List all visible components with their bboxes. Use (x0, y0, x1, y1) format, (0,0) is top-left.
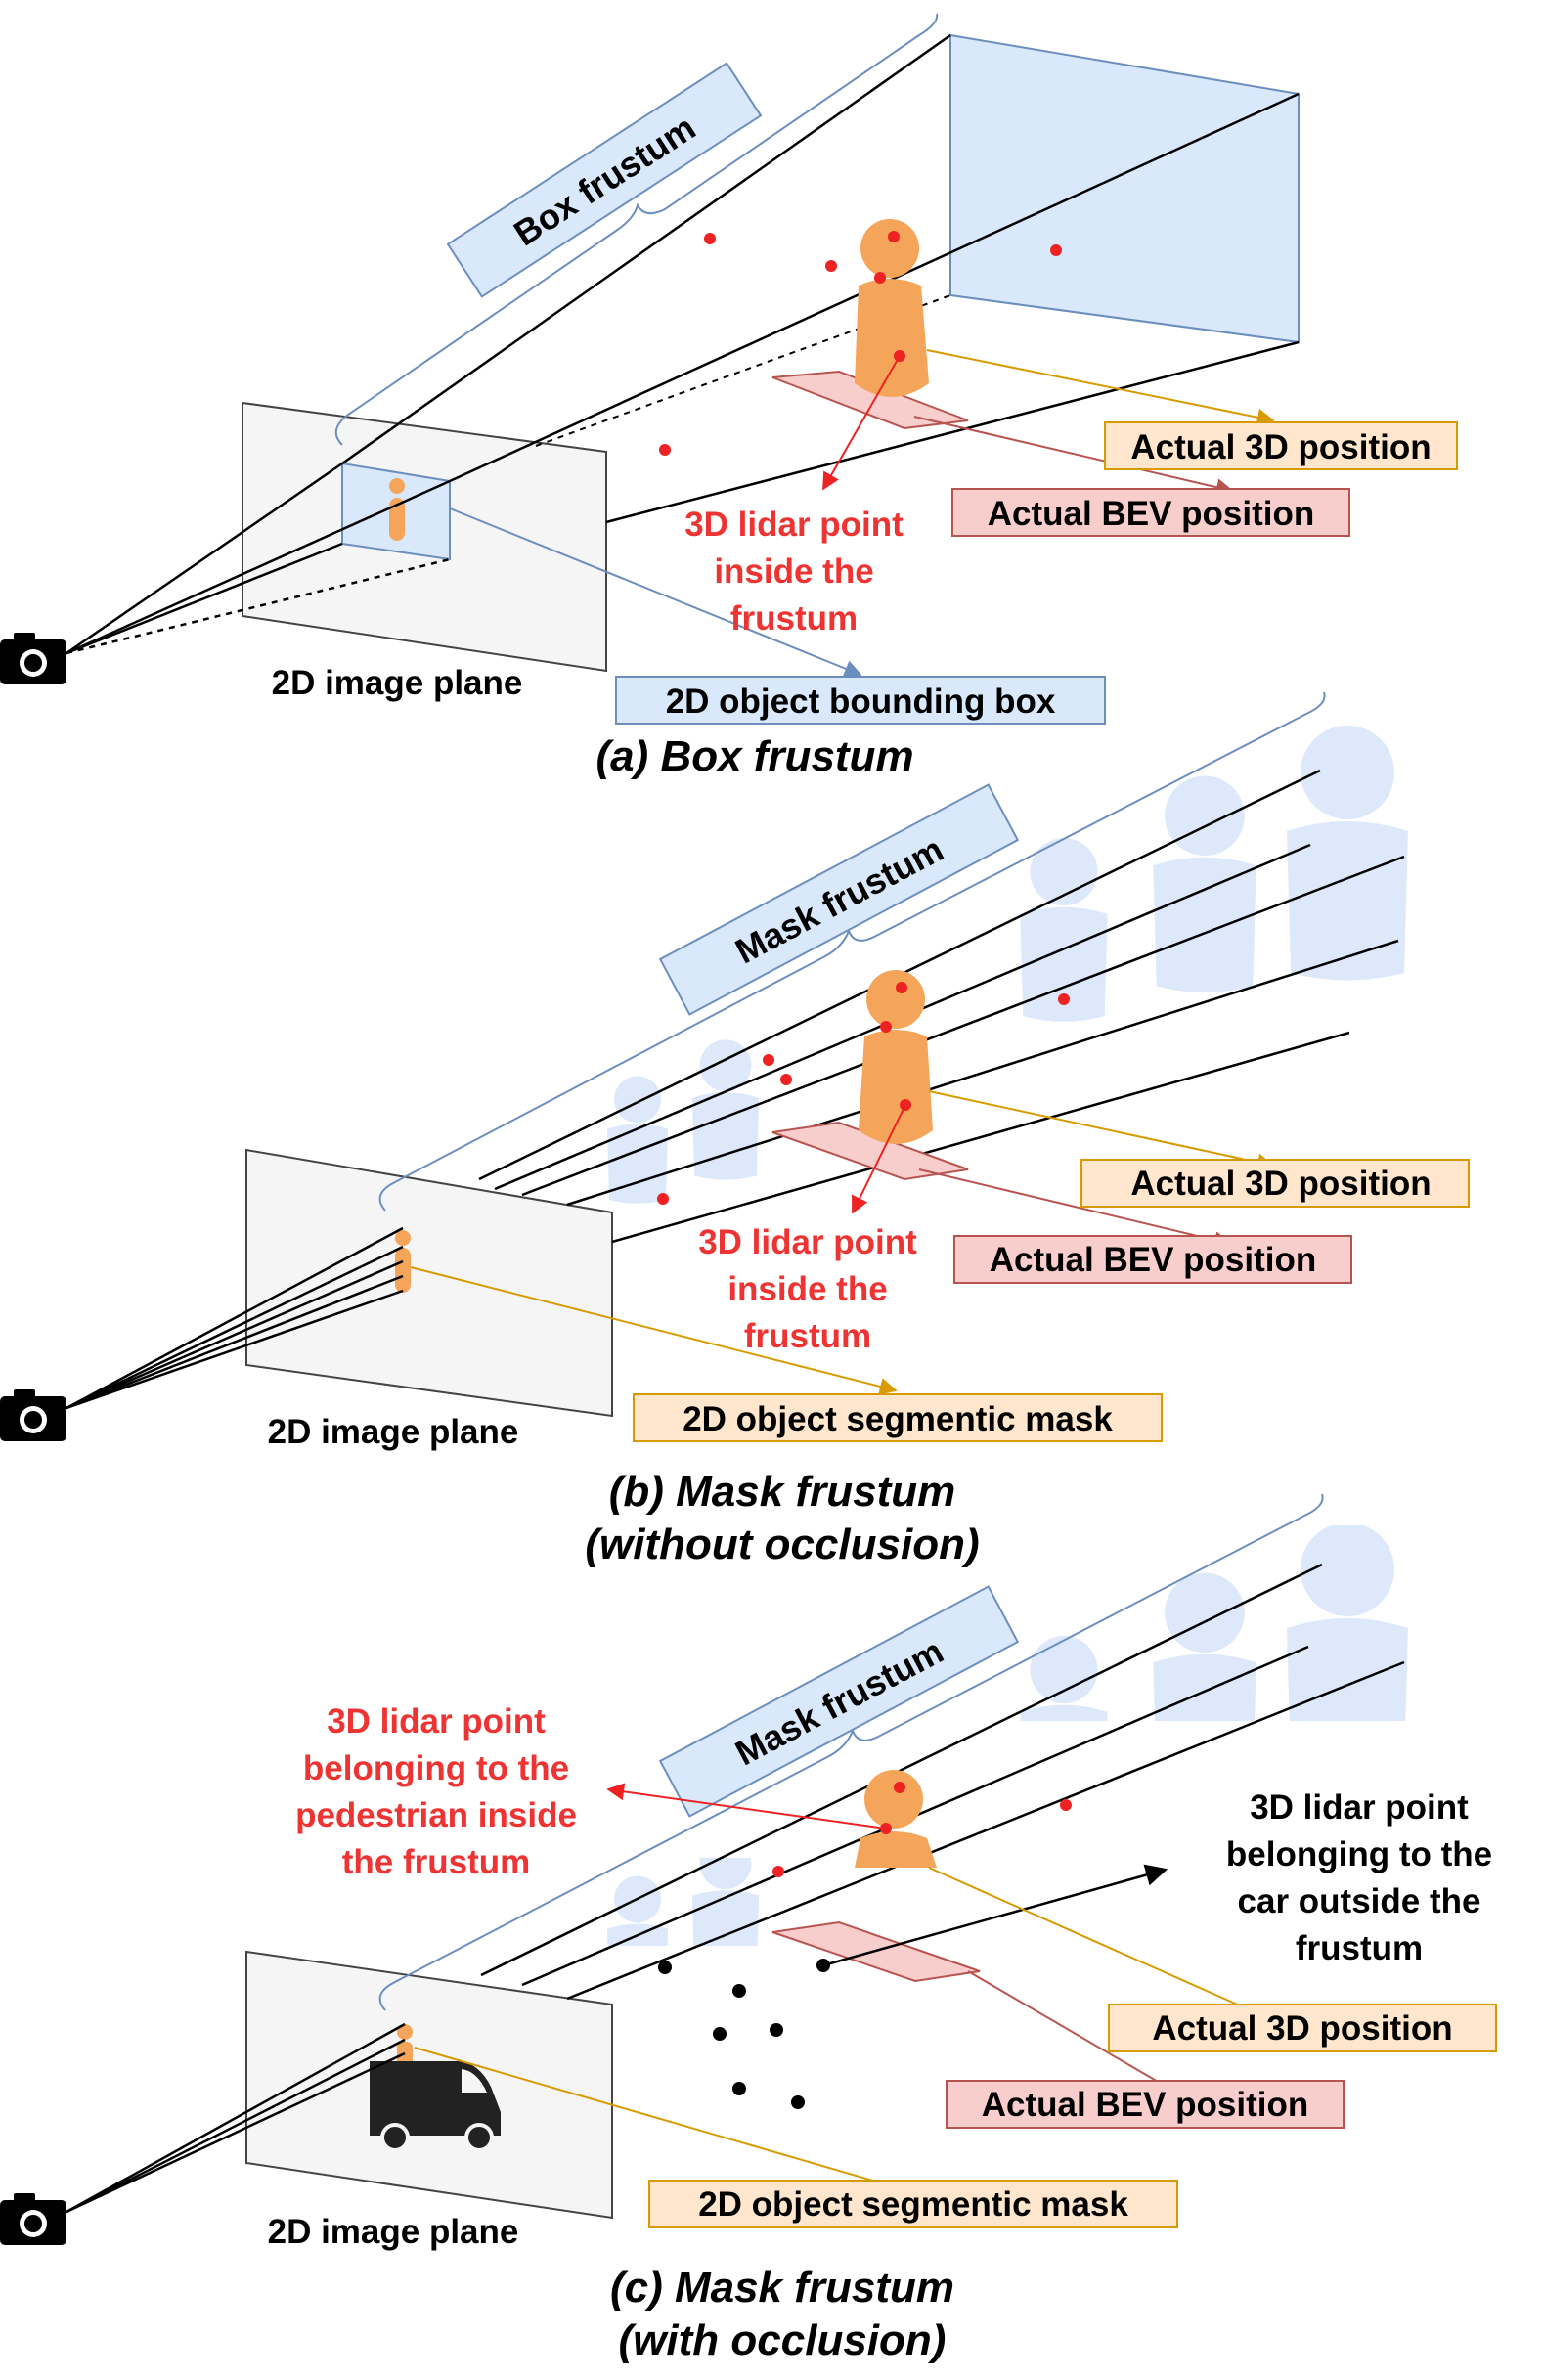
actual-3d-label: Actual 3D position (1130, 1165, 1431, 1203)
bev-box (772, 370, 969, 430)
camera-icon (0, 1389, 66, 1441)
svg-text:frustum: frustum (1296, 1929, 1423, 1967)
panel-a: Box frustum Actual 3D position Actual BE… (0, 13, 1458, 780)
camera-icon (0, 633, 66, 684)
arrow-mask (414, 2047, 915, 2197)
arrow-3d (928, 1090, 1275, 1171)
caption-a: (a) Box frustum (595, 732, 913, 780)
arrow-bbox (449, 507, 862, 678)
arrow-3d (926, 349, 1275, 426)
bbox-label-box (615, 676, 1106, 725)
image-plane-label: 2D image plane (272, 664, 523, 702)
frustum-brace (378, 1493, 1324, 2011)
arrow-3d (928, 1867, 1279, 2024)
arrow-bev (913, 416, 1234, 497)
frustum-brace (334, 13, 939, 446)
actual-bev-label: Actual BEV position (982, 2086, 1308, 2124)
ped-lidar-label: 3D lidar point belonging to the pedestri… (295, 1702, 577, 1881)
camera-rays (66, 2022, 406, 2214)
arrow-lidar (852, 1104, 906, 1214)
arrow-car-lidar (822, 1864, 1168, 1967)
svg-text:pedestrian inside: pedestrian inside (295, 1796, 577, 1834)
svg-text:3D lidar point: 3D lidar point (684, 506, 904, 544)
svg-text:belonging to the: belonging to the (1226, 1835, 1492, 1873)
svg-text:inside the: inside the (727, 1270, 887, 1308)
camera-rays (66, 462, 451, 655)
mask-on-plane (397, 2024, 413, 2067)
svg-text:frustum: frustum (730, 599, 858, 638)
mask-on-plane (395, 1230, 411, 1293)
lidar-label: 3D lidar point inside the frustum (684, 506, 904, 638)
svg-text:belonging to the: belonging to the (303, 1749, 569, 1787)
lidar-points-car (658, 1959, 830, 2109)
arrow-ped-lidar (606, 1783, 887, 1829)
mask-label: 2D object segmentic mask (698, 2185, 1128, 2224)
car-icon (370, 2061, 501, 2152)
lidar-points-pedestrian (772, 1782, 1072, 1877)
image-plane-label: 2D image plane (268, 2213, 519, 2251)
caption-b-line2: (without occlusion) (585, 1521, 979, 1568)
person-on-plane (389, 478, 405, 541)
frustum-label-box: Mask frustum (658, 1585, 1020, 1818)
svg-text:the frustum: the frustum (342, 1843, 531, 1881)
actual-bev-label: Actual BEV position (990, 1241, 1316, 1279)
svg-text:3D lidar point: 3D lidar point (327, 1702, 546, 1741)
panel-c: Mask frustum 3D lidar point (0, 1493, 1497, 2364)
caption-c-line1: (c) Mask frustum (610, 2264, 954, 2312)
lidar-label: 3D lidar point inside the frustum (698, 1223, 917, 1355)
bev-box (772, 1121, 969, 1181)
camera-icon (0, 2193, 66, 2245)
actual-bev-label: Actual BEV position (988, 495, 1314, 533)
svg-text:3D lidar point: 3D lidar point (1250, 1788, 1469, 1827)
actual-bev-box (946, 2080, 1345, 2129)
arrow-mask (410, 1266, 898, 1395)
caption-b-line1: (b) Mask frustum (609, 1468, 955, 1516)
svg-text:3D lidar point: 3D lidar point (698, 1223, 917, 1261)
frustum-label: Mask frustum (728, 1630, 949, 1773)
actual-3d-box (1080, 1159, 1470, 1208)
actual-3d-label: Actual 3D position (1152, 2009, 1452, 2048)
actual-3d-box (1108, 2004, 1497, 2052)
frustum-label: Mask frustum (728, 828, 949, 971)
image-plane-label: 2D image plane (268, 1413, 519, 1451)
frustum-label-box: Box frustum (446, 62, 763, 298)
svg-text:car outside the: car outside the (1238, 1882, 1481, 1920)
frustum-label-box: Mask frustum (658, 783, 1020, 1016)
lidar-points (657, 982, 1070, 1205)
mask-label-box (633, 1393, 1163, 1442)
car-lidar-label: 3D lidar point belonging to the car outs… (1226, 1788, 1492, 1967)
arrow-bev (918, 1168, 1232, 1249)
frustum-far-plane (949, 33, 1300, 344)
arrow-lidar (822, 355, 901, 491)
bbox-label: 2D object bounding box (666, 683, 1056, 721)
mask-label-box (648, 2180, 1178, 2228)
actual-bev-box (953, 1235, 1352, 1284)
actual-3d-label: Actual 3D position (1130, 428, 1431, 466)
caption-c-line2: (with occlusion) (619, 2316, 947, 2364)
actual-bev-box (951, 488, 1350, 537)
panel-b: Mask frustum Actual 3D position Actual B… (0, 691, 1470, 1568)
actual-3d-box (1104, 421, 1458, 470)
arrow-bev (967, 1970, 1185, 2097)
svg-text:frustum: frustum (744, 1317, 871, 1355)
camera-rays (66, 1226, 404, 1410)
image-plane (245, 1148, 613, 1418)
pedestrian-3d (859, 970, 933, 1144)
pedestrian-3d-occluded (855, 1770, 937, 1868)
pedestrian-3d (855, 219, 929, 397)
mask-label: 2D object segmentic mask (683, 1400, 1113, 1438)
svg-text:inside the: inside the (714, 552, 873, 591)
